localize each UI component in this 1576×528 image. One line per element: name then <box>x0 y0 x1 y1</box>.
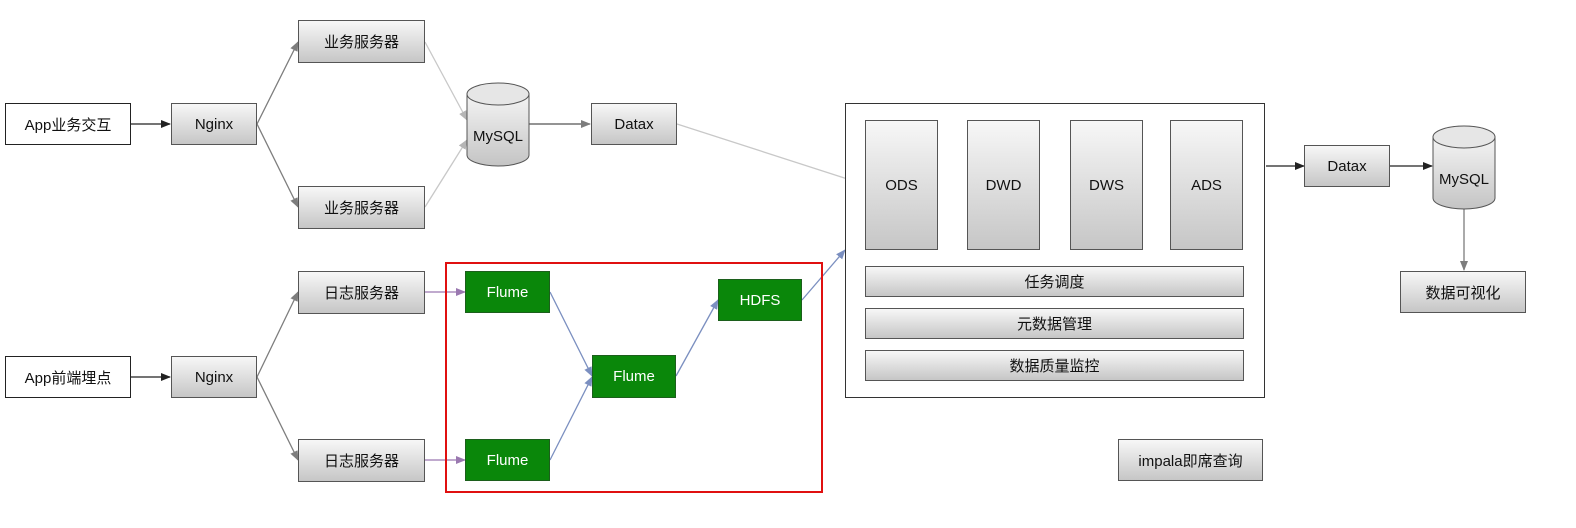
warehouse-layer-ads: ADS <box>1170 120 1243 250</box>
biz-server-top-node: 业务服务器 <box>298 20 425 63</box>
log-server-bottom-node: 日志服务器 <box>298 439 425 482</box>
impala-query-node: impala即席查询 <box>1118 439 1263 481</box>
flume-bottom-node: Flume <box>465 439 550 481</box>
hdfs-node: HDFS <box>718 279 802 321</box>
nginx-bottom-node: Nginx <box>171 356 257 398</box>
edge-hdfs-to-warehouse <box>801 249 846 301</box>
nginx-top-node: Nginx <box>171 103 257 145</box>
log-server-top-node: 日志服务器 <box>298 271 425 314</box>
warehouse-layer-dws: DWS <box>1070 120 1143 250</box>
flume-highlight-frame <box>445 262 823 493</box>
edge-biz-server-bottom-to-mysql <box>424 139 468 208</box>
datax-in-node: Datax <box>591 103 677 145</box>
flume-top-node: Flume <box>465 271 550 313</box>
datax-out-node: Datax <box>1304 145 1390 187</box>
flume-middle-node: Flume <box>592 355 676 398</box>
edge-biz-server-top-to-mysql <box>424 41 468 121</box>
mysql-target-label: MySQL <box>1438 171 1489 188</box>
edge-datax-to-ods <box>676 123 864 186</box>
metadata-management-bar: 元数据管理 <box>865 308 1244 339</box>
biz-server-bottom-node: 业务服务器 <box>298 186 425 229</box>
edge-nginx-to-log-server-top <box>256 291 299 378</box>
edge-flume-middle-to-hdfs <box>675 299 719 377</box>
edge-nginx-to-biz-server-top <box>256 41 299 125</box>
app-tracking-node: App前端埋点 <box>5 356 131 398</box>
mysql-target-cylinder: MySQL <box>1432 125 1496 211</box>
task-scheduling-bar: 任务调度 <box>865 266 1244 297</box>
edge-flume-top-to-flume-middle <box>549 291 593 377</box>
mysql-source-cylinder: MySQL <box>466 82 530 168</box>
app-interaction-node: App业务交互 <box>5 103 131 145</box>
edge-nginx-to-log-server-bottom <box>256 376 299 461</box>
edge-nginx-to-biz-server-bottom <box>256 123 299 208</box>
edge-flume-bottom-to-flume-middle <box>549 376 593 461</box>
mysql-source-label: MySQL <box>472 128 523 145</box>
database-icon <box>1432 125 1496 210</box>
data-visualization-node: 数据可视化 <box>1400 271 1526 313</box>
data-quality-monitoring-bar: 数据质量监控 <box>865 350 1244 381</box>
warehouse-layer-dwd: DWD <box>967 120 1040 250</box>
database-icon <box>466 82 530 167</box>
warehouse-layer-ods: ODS <box>865 120 938 250</box>
